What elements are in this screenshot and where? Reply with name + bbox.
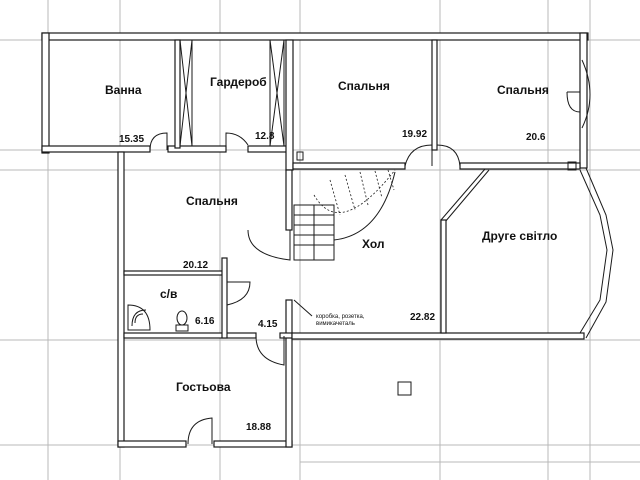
walls — [41, 32, 614, 448]
riser-marker — [567, 161, 577, 171]
room-area-garderob: 12.8 — [255, 131, 275, 142]
room-area-corridor: 4.15 — [258, 319, 278, 330]
room-area-gostova: 18.88 — [246, 422, 271, 433]
room-area-vanna: 15.35 — [119, 134, 144, 145]
room-area-spalnia-3: 20.12 — [183, 260, 208, 271]
room-name-vanna: Ванна — [105, 83, 142, 97]
staircase — [293, 169, 396, 261]
room-name-druge-svitlo: Друге світло — [482, 229, 557, 243]
wardrobe-hatch — [179, 39, 285, 147]
room-name-garderob: Гардероб — [210, 75, 267, 89]
column-marker — [397, 381, 412, 396]
leader-line — [293, 299, 313, 317]
room-name-spalnia-1: Спальня — [338, 79, 390, 93]
room-area-spalnia-1: 19.92 — [402, 129, 427, 140]
doors — [149, 91, 581, 445]
bathroom-fixtures — [127, 304, 189, 332]
shaft-marker — [296, 151, 304, 161]
room-name-sanuzol: с/в — [160, 287, 177, 301]
room-area-hol: 22.82 — [410, 312, 435, 323]
room-name-hol: Хол — [362, 237, 385, 251]
room-area-sanuzol: 6.16 — [195, 316, 215, 327]
room-name-spalnia-3: Спальня — [186, 194, 238, 208]
room-name-gostova: Гостьова — [176, 380, 231, 394]
room-area-spalnia-2: 20.6 — [526, 132, 546, 143]
wiring-note-line-1: коробка, розетка, — [316, 314, 365, 320]
room-name-spalnia-2: Спальня — [497, 83, 549, 97]
wiring-note-line-2: вимикачеталь — [316, 321, 355, 327]
